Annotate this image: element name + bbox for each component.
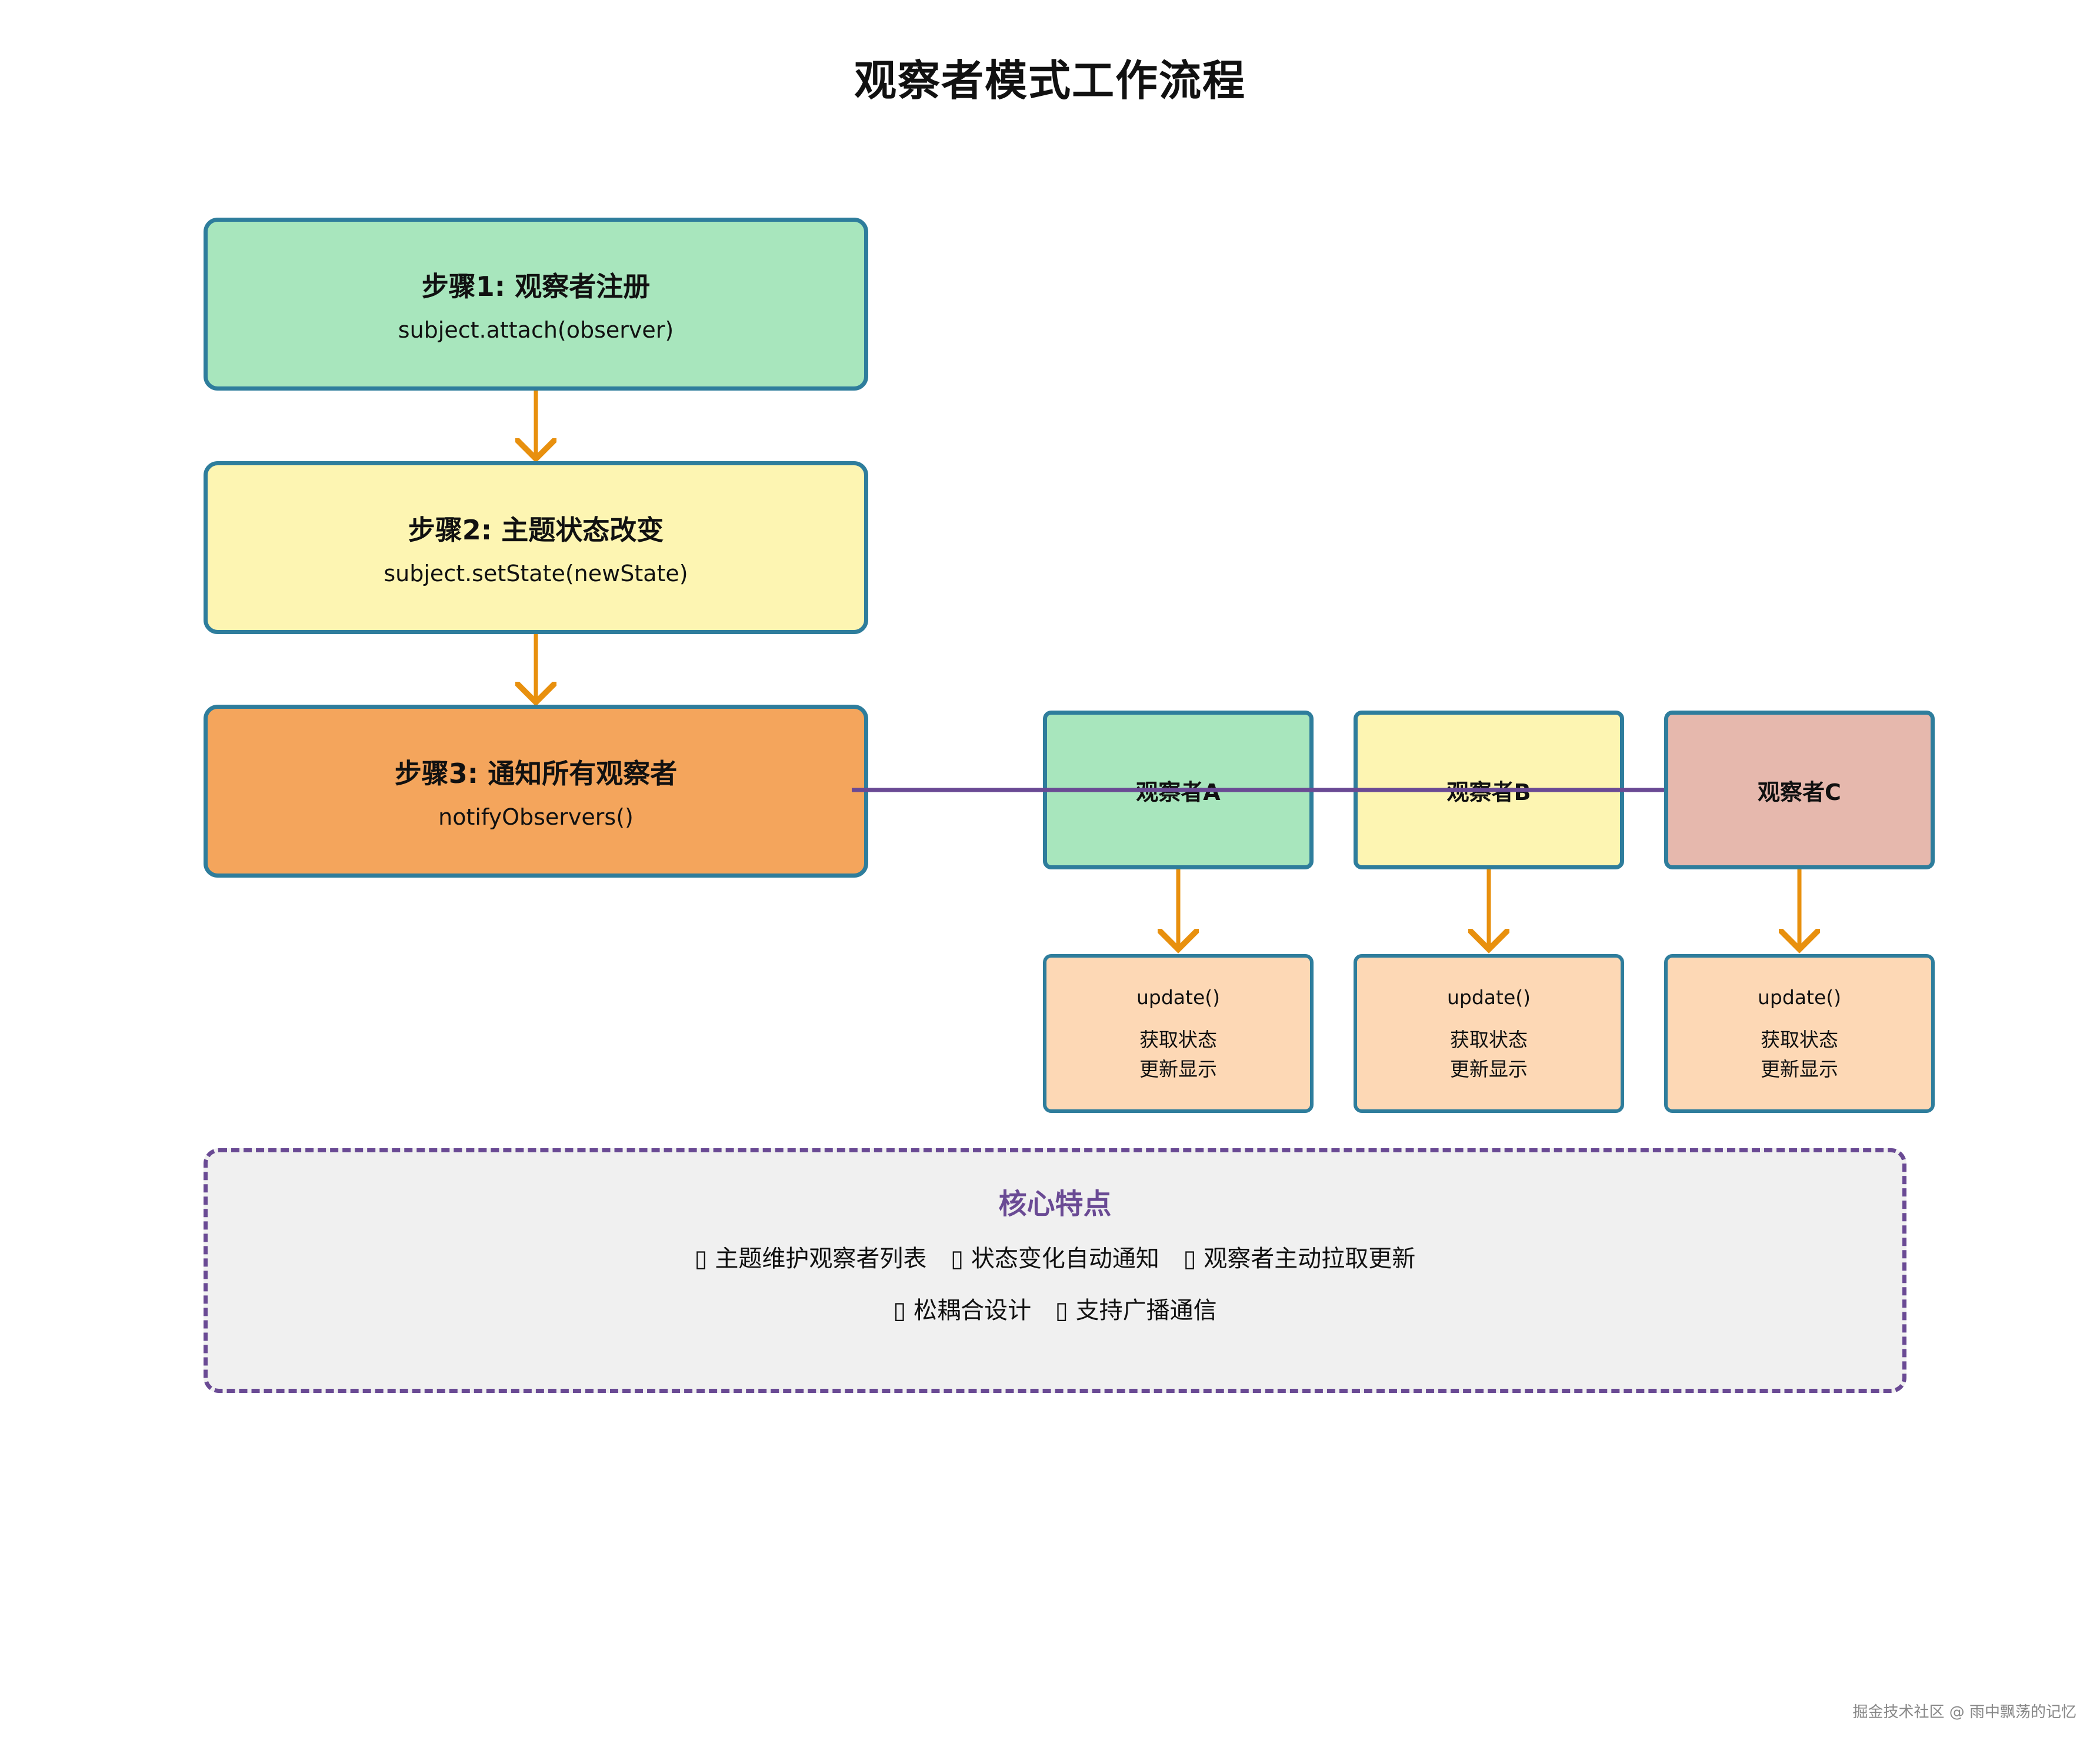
core-features-title: 核心特点 <box>998 1188 1112 1221</box>
step-3-title: 步骤3: 通知所有观察者 <box>394 758 678 789</box>
observer-c-box: 观察者C <box>1664 711 1935 869</box>
feature-item: ▯ 主题维护观察者列表 <box>694 1245 927 1272</box>
update-method: update() <box>1757 986 1842 1009</box>
step-1-title: 步骤1: 观察者注册 <box>421 271 651 302</box>
step-2-code: subject.setState(newState) <box>384 561 688 586</box>
step-1-code: subject.attach(observer) <box>398 317 674 343</box>
update-line-refresh: 更新显示 <box>1761 1058 1838 1081</box>
update-box-c: update() 获取状态 更新显示 <box>1664 954 1935 1113</box>
footer-watermark: 掘金技术社区 @ 雨中飘荡的记忆 <box>1852 1703 2076 1721</box>
update-box-a: update() 获取状态 更新显示 <box>1043 954 1314 1113</box>
update-line-refresh: 更新显示 <box>1450 1058 1528 1081</box>
update-line-get-state: 获取状态 <box>1139 1028 1217 1051</box>
step-2-title: 步骤2: 主题状态改变 <box>408 514 664 546</box>
update-line-get-state: 获取状态 <box>1761 1028 1838 1051</box>
observer-c-label: 观察者C <box>1758 779 1841 805</box>
step-3-code: notifyObservers() <box>438 804 634 830</box>
feature-item: ▯ 松耦合设计 <box>893 1297 1032 1324</box>
update-line-get-state: 获取状态 <box>1450 1028 1528 1051</box>
update-method: update() <box>1136 986 1221 1009</box>
core-features-row-2: ▯ 松耦合设计 ▯ 支持广播通信 <box>885 1291 1225 1325</box>
step-2-box: 步骤2: 主题状态改变 subject.setState(newState) <box>204 461 868 634</box>
diagram-title: 观察者模式工作流程 <box>854 56 1246 105</box>
core-features-row-1: ▯ 主题维护观察者列表 ▯ 状态变化自动通知 ▯ 观察者主动拉取更新 <box>686 1239 1424 1273</box>
update-line-refresh: 更新显示 <box>1139 1058 1217 1081</box>
step-3-box: 步骤3: 通知所有观察者 notifyObservers() <box>204 705 868 878</box>
step-1-box: 步骤1: 观察者注册 subject.attach(observer) <box>204 218 868 391</box>
core-features-box: 核心特点 ▯ 主题维护观察者列表 ▯ 状态变化自动通知 ▯ 观察者主动拉取更新 … <box>204 1148 1906 1393</box>
update-method: update() <box>1446 986 1531 1009</box>
update-box-b: update() 获取状态 更新显示 <box>1354 954 1624 1113</box>
feature-item: ▯ 观察者主动拉取更新 <box>1183 1245 1416 1272</box>
feature-item: ▯ 支持广播通信 <box>1055 1297 1217 1324</box>
feature-item: ▯ 状态变化自动通知 <box>951 1245 1159 1272</box>
